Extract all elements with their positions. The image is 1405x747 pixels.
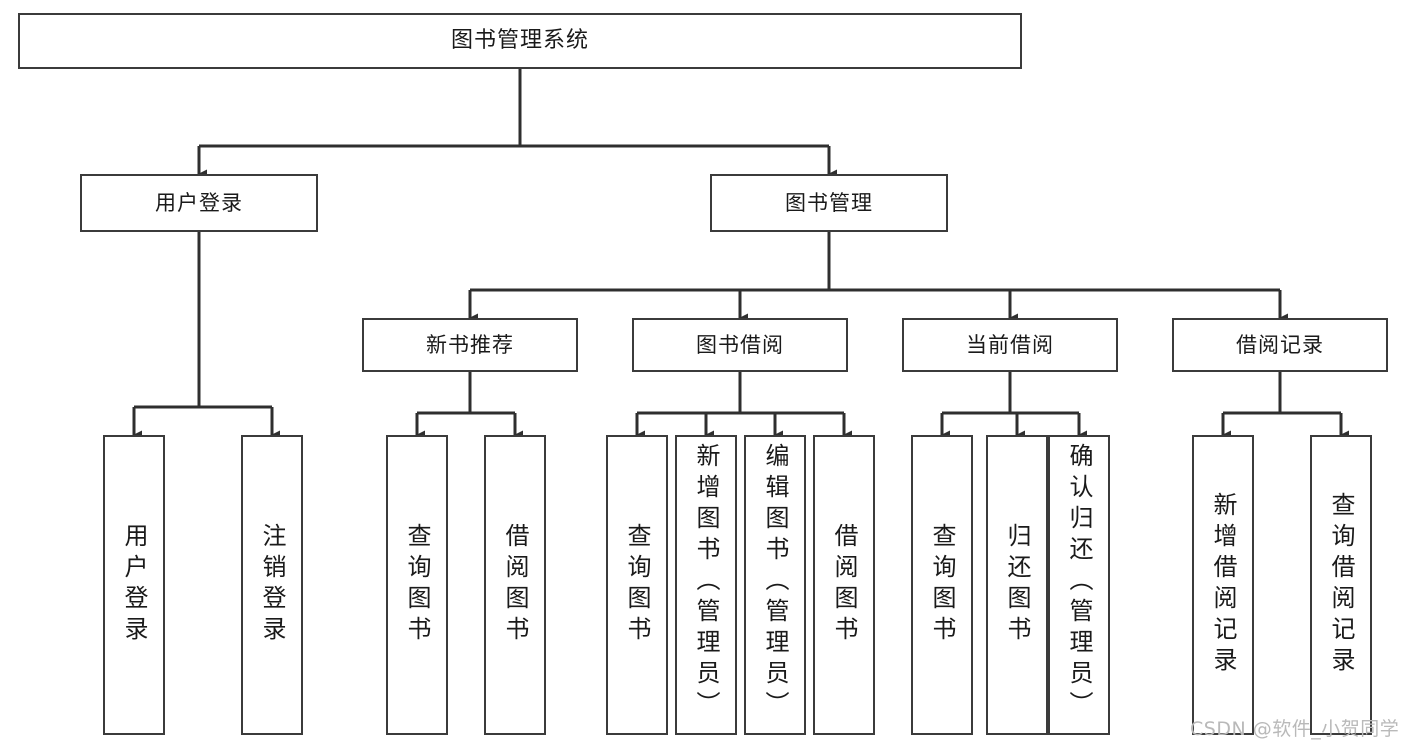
node-leaf-query-record[interactable]: 查询借阅记录 <box>1310 435 1372 735</box>
node-label-leaf-add-book: 新增图书（管理员） <box>692 443 720 722</box>
node-label-leaf-return-book: 归还图书 <box>1003 523 1031 647</box>
node-label-root: 图书管理系统 <box>450 28 589 54</box>
node-user-login[interactable]: 用户登录 <box>80 174 318 232</box>
node-label-new-book-rec: 新书推荐 <box>426 332 514 357</box>
edges-group <box>132 69 1349 440</box>
node-label-borrow-record: 借阅记录 <box>1236 332 1324 357</box>
node-borrow-record[interactable]: 借阅记录 <box>1172 318 1388 372</box>
node-label-leaf-borrow-book-2: 借阅图书 <box>830 523 858 647</box>
node-book-manage[interactable]: 图书管理 <box>710 174 948 232</box>
node-label-leaf-user-login: 用户登录 <box>120 523 148 647</box>
node-label-leaf-query-record: 查询借阅记录 <box>1327 492 1355 678</box>
node-label-leaf-edit-book: 编辑图书（管理员） <box>761 443 789 722</box>
node-label-book-borrow: 图书借阅 <box>696 332 784 357</box>
node-new-book-rec[interactable]: 新书推荐 <box>362 318 578 372</box>
node-label-leaf-query-book-3: 查询图书 <box>928 523 956 647</box>
node-label-leaf-borrow-book-1: 借阅图书 <box>501 523 529 647</box>
node-leaf-logout[interactable]: 注销登录 <box>241 435 303 735</box>
node-label-leaf-confirm-return: 确认归还（管理员） <box>1065 443 1093 722</box>
node-current-borrow[interactable]: 当前借阅 <box>902 318 1118 372</box>
node-leaf-user-login[interactable]: 用户登录 <box>103 435 165 735</box>
node-leaf-add-book[interactable]: 新增图书（管理员） <box>675 435 737 735</box>
node-label-user-login: 用户登录 <box>155 190 243 215</box>
node-label-leaf-query-book-1: 查询图书 <box>403 523 431 647</box>
node-leaf-query-book-1[interactable]: 查询图书 <box>386 435 448 735</box>
node-label-leaf-add-record: 新增借阅记录 <box>1209 492 1237 678</box>
node-root[interactable]: 图书管理系统 <box>18 13 1022 69</box>
node-label-leaf-query-book-2: 查询图书 <box>623 523 651 647</box>
watermark-label: CSDN @软件_小贺同学 <box>1190 718 1400 740</box>
node-book-borrow[interactable]: 图书借阅 <box>632 318 848 372</box>
node-leaf-query-book-3[interactable]: 查询图书 <box>911 435 973 735</box>
node-leaf-add-record[interactable]: 新增借阅记录 <box>1192 435 1254 735</box>
node-leaf-confirm-return[interactable]: 确认归还（管理员） <box>1048 435 1110 735</box>
node-leaf-borrow-book-2[interactable]: 借阅图书 <box>813 435 875 735</box>
node-label-leaf-logout: 注销登录 <box>258 523 286 647</box>
node-leaf-return-book[interactable]: 归还图书 <box>986 435 1048 735</box>
node-label-book-manage: 图书管理 <box>785 190 873 215</box>
node-leaf-edit-book[interactable]: 编辑图书（管理员） <box>744 435 806 735</box>
node-leaf-query-book-2[interactable]: 查询图书 <box>606 435 668 735</box>
node-label-current-borrow: 当前借阅 <box>966 332 1054 357</box>
node-leaf-borrow-book-1[interactable]: 借阅图书 <box>484 435 546 735</box>
